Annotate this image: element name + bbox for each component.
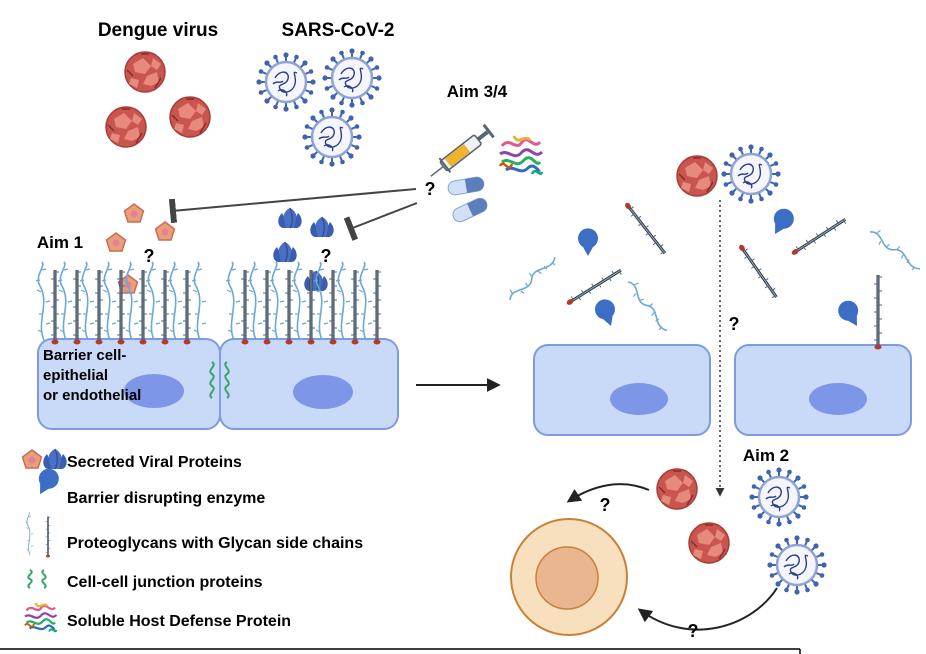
inhibit-dengue-proteins <box>168 188 417 224</box>
proteoglycan-icon <box>25 511 52 559</box>
pills-icon <box>447 176 488 223</box>
aim1-question-right: ? <box>321 246 332 266</box>
syringe-icon <box>430 123 495 177</box>
barrier-enzyme-icon <box>578 205 866 331</box>
host-cell <box>510 518 628 636</box>
aim1-question-left: ? <box>144 246 155 266</box>
dengue-title: Dengue virus <box>98 20 218 41</box>
junction-proteins-icon <box>27 569 47 589</box>
sars-cov-2-icon <box>255 47 383 168</box>
barrier-cell-left <box>37 338 221 430</box>
barrier-cell-right <box>219 338 399 430</box>
legend-item-label: Barrier disrupting enzyme <box>67 490 265 507</box>
arrow-sars-to-host <box>637 587 778 631</box>
aim34-label: Aim 3/4 <box>447 82 508 101</box>
host-defense-protein-icon <box>498 134 544 176</box>
shed-glycocalyx <box>504 199 924 351</box>
sars-title: SARS-CoV-2 <box>282 20 395 41</box>
aim2-label: Aim 2 <box>743 446 789 465</box>
aim1-label: Aim 1 <box>37 233 83 252</box>
glycocalyx-left <box>35 261 383 346</box>
disrupted-cell-left <box>533 344 711 436</box>
barrier-cell-label-2: epithelial <box>43 367 108 384</box>
barrier-cell-label-1: Barrier cell- <box>43 347 126 364</box>
legend-item-label: Secreted Viral Proteins <box>67 454 242 471</box>
barrier-cell-label-3: or endothelial <box>43 387 141 404</box>
pathway-question: ? <box>729 314 740 334</box>
aim34-question: ? <box>425 179 436 199</box>
secreted-viral-proteins-icon <box>21 448 68 470</box>
viruses-right <box>676 143 782 205</box>
viruses-bottom <box>656 466 828 596</box>
junction-proteins-icon <box>209 361 230 399</box>
legend: Secreted Viral Proteins Barrier disrupti… <box>21 448 363 633</box>
inhibit-sars-proteins <box>343 202 418 241</box>
dengue-virus-icon <box>105 51 211 148</box>
arrow-dengue-to-host <box>566 483 650 503</box>
legend-item-label: Soluble Host Defense Protein <box>67 613 291 630</box>
legend-item-label: Proteoglycans with Glycan side chains <box>67 535 363 552</box>
host-question-upper: ? <box>600 495 611 515</box>
disrupted-cell-right <box>734 344 912 436</box>
legend-item-label: Cell-cell junction proteins <box>67 574 263 591</box>
host-defense-protein-icon <box>23 601 58 633</box>
host-question-lower: ? <box>688 621 699 641</box>
barrier-enzyme-icon <box>31 465 63 499</box>
